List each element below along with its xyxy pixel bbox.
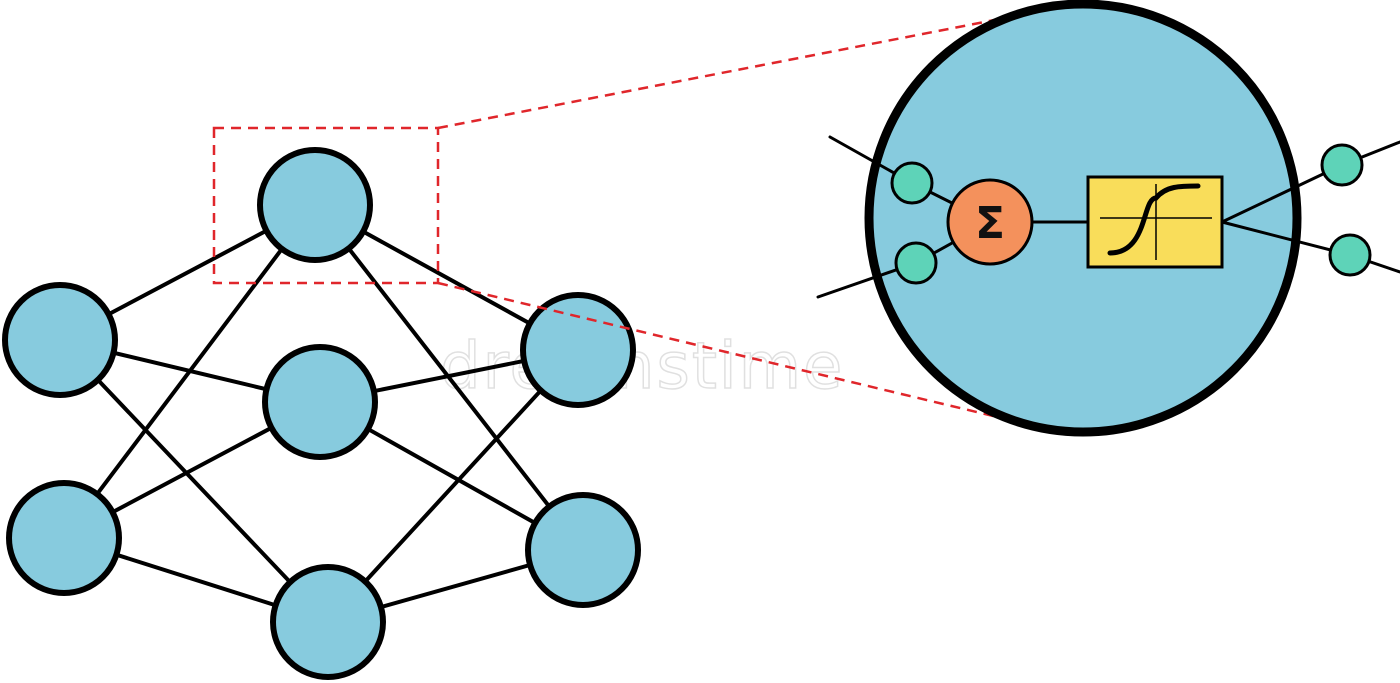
input-synapse [890,161,934,205]
output-synapse [1320,143,1364,187]
watermark-text: dreamstime [440,330,844,404]
zoom-callout [212,16,1011,422]
connection [326,348,580,624]
input-neuron [2,282,118,398]
neuron-detail-body [864,0,1302,437]
network-neurons [2,147,641,680]
hidden-neuron [270,564,386,680]
output-neuron [525,492,641,608]
activation-to-output-line [1220,163,1344,224]
callout-line-top [437,16,1006,130]
input-synapse [894,241,938,285]
connection [58,338,330,624]
output-neuron [520,292,636,408]
sigmoid-icon [1100,183,1212,260]
neuron-detail: Σ [816,0,1400,437]
summation-node [946,178,1034,266]
hidden-neuron [262,344,378,460]
connection [62,203,317,540]
highlight-box [212,126,440,285]
sigma-icon: Σ [975,198,1005,249]
activation-to-output-line [1220,220,1352,257]
callout-line-bottom [437,281,1011,422]
input-neuron [6,480,122,596]
output-synapse [1328,233,1372,277]
hidden-neuron-highlighted [257,147,373,263]
